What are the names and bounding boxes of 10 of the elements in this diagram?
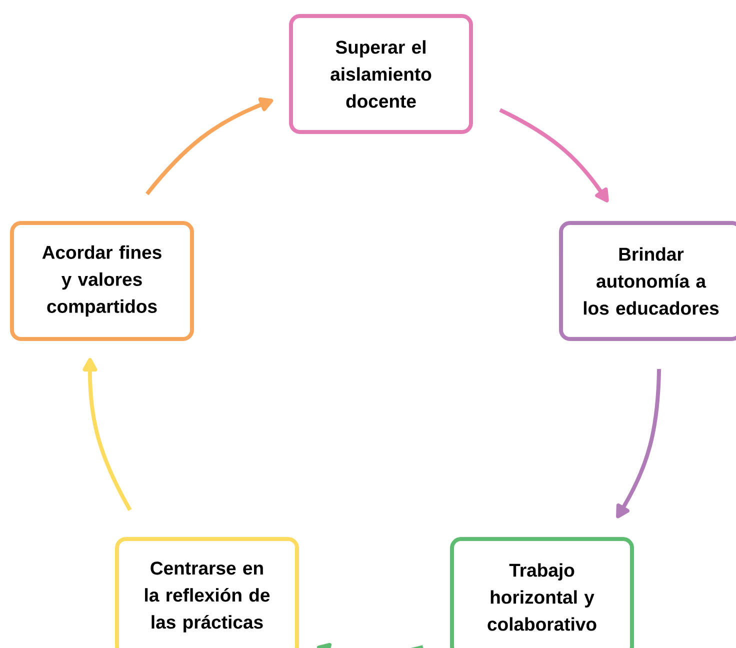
process-box: Acordar fines y valores compartidos	[10, 221, 194, 341]
process-box: Trabajo horizontal y colaborativo	[450, 537, 634, 648]
arrow	[316, 642, 424, 648]
process-box: Superar el aislamiento docente	[289, 14, 473, 134]
process-box: Centrarse en la reflexión de las prácticas	[115, 537, 299, 648]
arrow	[499, 108, 609, 202]
process-box: Brindar autonomía a los educadores	[559, 221, 736, 341]
arrow	[616, 368, 661, 518]
arrow	[82, 358, 132, 511]
arrow	[145, 97, 274, 196]
